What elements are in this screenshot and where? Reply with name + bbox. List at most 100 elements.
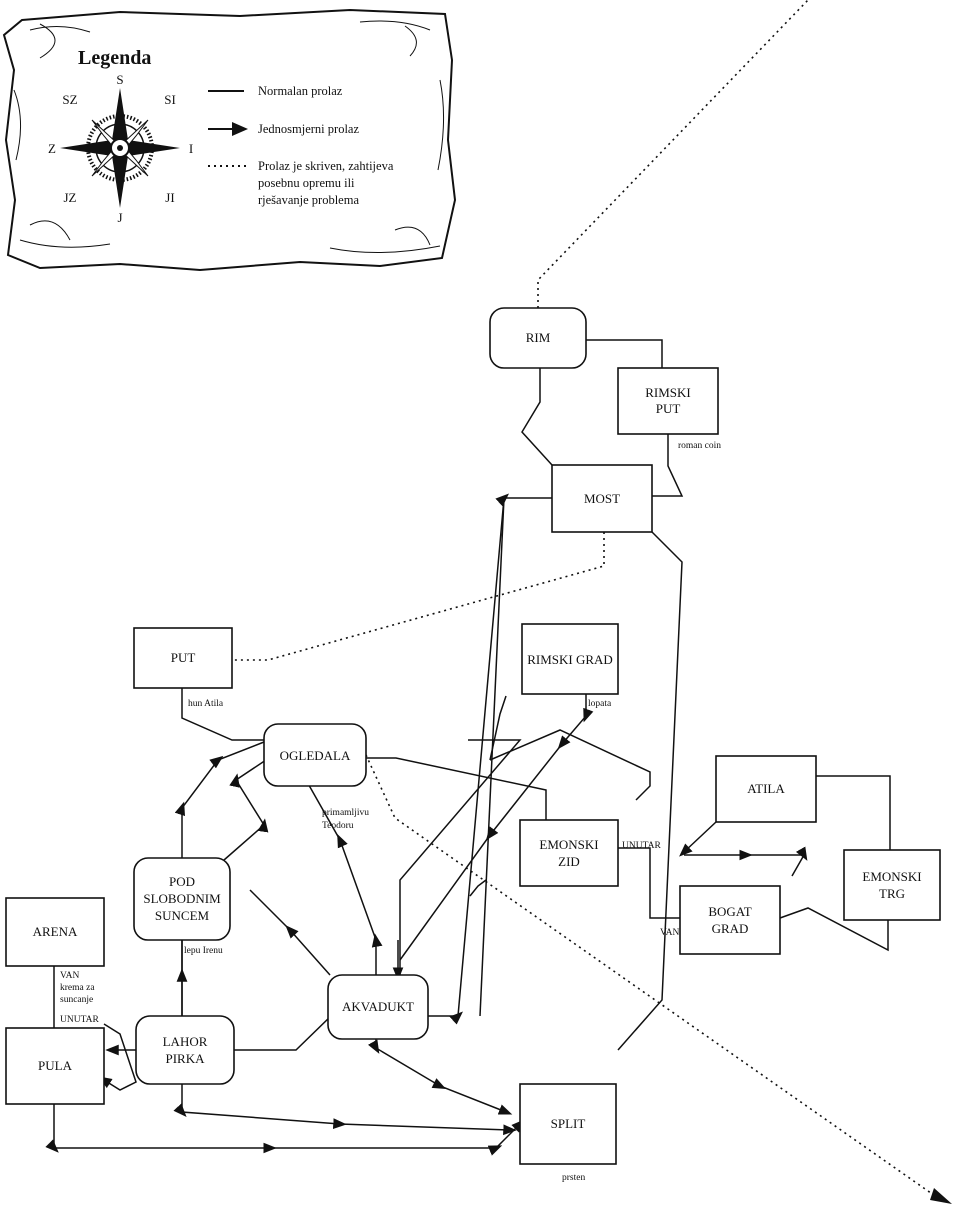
compass-e: I xyxy=(189,141,193,156)
edge-emonskizid-bogatgrad xyxy=(618,847,680,919)
edge-podsuncem-ogledala-a xyxy=(223,759,269,861)
node-pod-line3: SUNCEM xyxy=(155,908,210,923)
edge-lahor-split xyxy=(173,1084,517,1136)
note-krema-2: suncanje xyxy=(60,995,93,1005)
edge-atila-bogatgrad xyxy=(684,846,808,877)
node-rim-label: RIM xyxy=(526,330,551,345)
node-put-label: PUT xyxy=(171,650,196,665)
node-emonski-trg-line1: EMONSKI xyxy=(862,869,921,884)
legend-title: Legenda xyxy=(78,47,151,69)
node-rim[interactable]: RIM xyxy=(489,307,587,369)
legend: Legenda S SI I JI J JZ Z SZ Normalan pro… xyxy=(2,8,457,272)
edge-most-split xyxy=(617,531,683,1051)
note-unutar-arena: UNUTAR xyxy=(60,1015,99,1025)
node-bogat-grad-line1: BOGAT xyxy=(708,904,751,919)
node-lahor-line1: LAHOR xyxy=(163,1034,208,1049)
edge-podsuncem-ogledala-b xyxy=(174,741,265,858)
node-pod-line2: SLOBODNIM xyxy=(143,891,221,906)
compass-w: Z xyxy=(48,141,56,156)
edge-put-ogledala xyxy=(181,688,264,741)
compass-s: J xyxy=(117,210,122,225)
edge-akvadukt-most xyxy=(428,493,552,1025)
node-rimski-put-line2: PUT xyxy=(656,401,681,416)
node-most-label: MOST xyxy=(584,491,620,506)
node-akvadukt-label: AKVADUKT xyxy=(342,999,414,1014)
node-emonski-zid-line1: EMONSKI xyxy=(539,837,598,852)
edge-arena-lahor-loop xyxy=(98,1023,137,1091)
edge-rim-rimskiput xyxy=(586,339,663,368)
note-primamljivu: primamljivu xyxy=(322,808,369,818)
compass-nw: SZ xyxy=(62,92,77,107)
note-krema-1: krema za xyxy=(60,983,95,993)
legend-normal-label: Normalan prolaz xyxy=(258,84,343,98)
note-unutar-zid: UNUTAR xyxy=(622,841,661,851)
legend-scroll xyxy=(2,8,457,272)
legend-oneway-label: Jednosmjerni prolaz xyxy=(258,122,359,136)
scroll-texture xyxy=(13,20,445,254)
edge-rim-most xyxy=(521,368,553,466)
node-pod-line1: POD xyxy=(169,874,195,889)
node-emonski-trg[interactable]: EMONSKI TRG xyxy=(843,849,941,921)
node-ogledala-label: OGLEDALA xyxy=(280,748,351,763)
edge-akvadukt-most-arrow xyxy=(479,497,505,1017)
edge-lahor-akvadukt xyxy=(234,1014,333,1051)
edge-atila-bogatgrad-tip xyxy=(679,821,717,857)
legend-hidden-label-3: rješavanje problema xyxy=(258,193,359,207)
edge-rim-offmap xyxy=(537,0,809,308)
note-lepu-irenu: lepu Irenu xyxy=(184,946,223,956)
compass-ne: SI xyxy=(164,92,176,107)
edge-atila-emonskitrg xyxy=(816,775,891,850)
scroll-curl xyxy=(29,23,431,246)
note-van-arena: VAN xyxy=(60,971,79,981)
note-teodoru: Teodoru xyxy=(322,821,354,831)
node-akvadukt[interactable]: AKVADUKT xyxy=(327,974,429,1040)
note-van-bogat: VAN xyxy=(660,928,679,938)
edge-akvadukt-zid xyxy=(489,729,651,801)
edge-akvadukt-podsuncem xyxy=(249,889,331,976)
compass-se: JI xyxy=(165,190,174,205)
edge-rimskigrad-akvadukt xyxy=(399,694,594,961)
legend-oneway-arrow-icon xyxy=(232,122,248,136)
edge-ogledala-emonskizid xyxy=(366,757,547,820)
edge-zid-tick xyxy=(469,879,487,897)
node-lahor-line2: PIRKA xyxy=(165,1051,205,1066)
edges xyxy=(45,0,952,1204)
legend-hidden-label-2: posebnu opremu ili xyxy=(258,176,355,190)
legend-hidden-label-1: Prolaz je skriven, zahtijeva xyxy=(258,159,394,173)
edge-rimskiput-most xyxy=(652,434,684,497)
edge-bogatgrad-emonskitrg xyxy=(779,907,889,952)
node-most[interactable]: MOST xyxy=(551,464,653,533)
node-pula[interactable]: PULA xyxy=(5,1027,105,1105)
node-split[interactable]: SPLIT xyxy=(519,1083,617,1165)
node-ogledala[interactable]: OGLEDALA xyxy=(263,723,367,787)
note-lopata: lopata xyxy=(588,699,612,709)
edge-akvadukt-rimskigrad-up xyxy=(489,695,507,761)
edge-akvadukt-rimskigrad xyxy=(399,739,522,975)
node-split-label: SPLIT xyxy=(551,1116,586,1131)
node-atila-label: ATILA xyxy=(747,781,785,796)
node-put[interactable]: PUT xyxy=(133,627,233,689)
note-hun-atila: hun Atila xyxy=(188,699,224,709)
edge-akvadukt-ogledala xyxy=(305,779,383,975)
edge-ogledala-offmap xyxy=(365,754,939,1199)
compass-n: S xyxy=(116,72,123,87)
node-pod-slobodnim-suncem[interactable]: POD SLOBODNIM SUNCEM xyxy=(133,857,231,941)
node-arena[interactable]: ARENA xyxy=(5,897,105,967)
node-bogat-grad[interactable]: BOGAT GRAD xyxy=(679,885,781,955)
node-emonski-zid[interactable]: EMONSKI ZID xyxy=(519,819,619,887)
node-rimski-grad[interactable]: RIMSKI GRAD xyxy=(521,623,619,695)
node-rimski-grad-label: RIMSKI GRAD xyxy=(527,652,613,667)
compass-sw: JZ xyxy=(64,190,77,205)
compass-rose-icon xyxy=(60,88,180,208)
node-arena-label: ARENA xyxy=(33,924,78,939)
node-lahor-pirka[interactable]: LAHOR PIRKA xyxy=(135,1015,235,1085)
node-emonski-zid-line2: ZID xyxy=(558,854,580,869)
node-rimski-put-line1: RIMSKI xyxy=(645,385,691,400)
node-bogat-grad-line2: GRAD xyxy=(712,921,749,936)
node-atila[interactable]: ATILA xyxy=(715,755,817,823)
edge-pula-split xyxy=(45,1104,525,1156)
note-prsten: prsten xyxy=(562,1173,585,1183)
node-rimski-put[interactable]: RIMSKI PUT xyxy=(617,367,719,435)
node-pula-label: PULA xyxy=(38,1058,73,1073)
